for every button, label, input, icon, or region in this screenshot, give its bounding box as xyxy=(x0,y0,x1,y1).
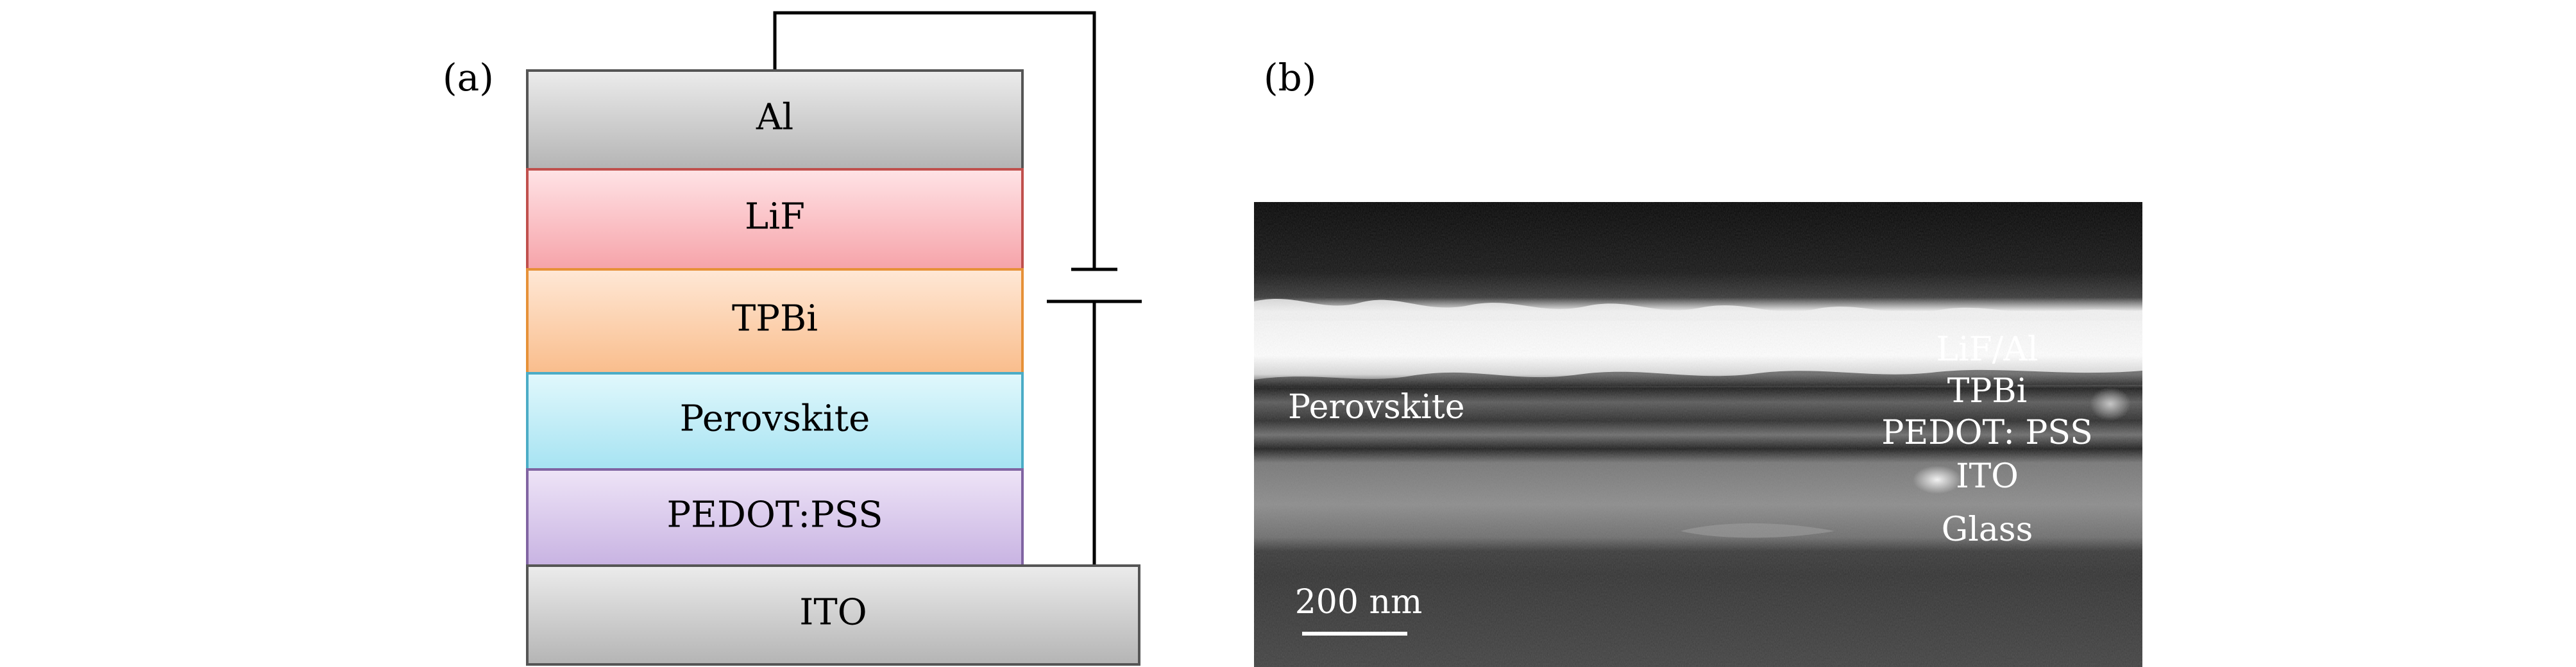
panel-a-label: (a) xyxy=(443,56,494,99)
sem-noise xyxy=(1254,202,2142,667)
layer-pedot-pss-label: PEDOT:PSS xyxy=(666,494,883,536)
layer-perovskite-label: Perovskite xyxy=(680,398,870,440)
sem-label-pedot-pss: PEDOT: PSS xyxy=(1881,414,2092,452)
layer-tpbi xyxy=(526,268,1024,375)
sem-label-glass: Glass xyxy=(1942,511,2033,549)
wire-top xyxy=(773,11,1096,269)
layer-al-label: Al xyxy=(756,97,793,139)
layer-al xyxy=(526,69,1024,171)
sem-image: Perovskite LiF/Al TPBi PEDOT: PSS ITO Gl… xyxy=(1254,202,2142,667)
layer-perovskite xyxy=(526,372,1024,471)
layer-lif-label: LiF xyxy=(745,196,805,238)
circuit-wiring xyxy=(773,11,1142,566)
panel-b-label: (b) xyxy=(1264,56,1316,99)
layer-pedot-pss xyxy=(526,468,1024,567)
layer-tpbi-label: TPBi xyxy=(732,298,818,340)
sem-label-tpbi: TPBi xyxy=(1947,372,2028,410)
device-stack: Al LiF TPBi Perovskite PEDOT:PSS ITO xyxy=(526,69,1140,666)
layer-ito-label: ITO xyxy=(799,592,867,634)
layer-ito xyxy=(526,564,1140,666)
sem-label-ito: ITO xyxy=(1956,457,2019,496)
sem-label-lif-al: LiF/Al xyxy=(1936,330,2038,369)
sem-label-perovskite: Perovskite xyxy=(1288,388,1464,426)
scale-bar-label: 200 nm xyxy=(1295,583,1423,621)
